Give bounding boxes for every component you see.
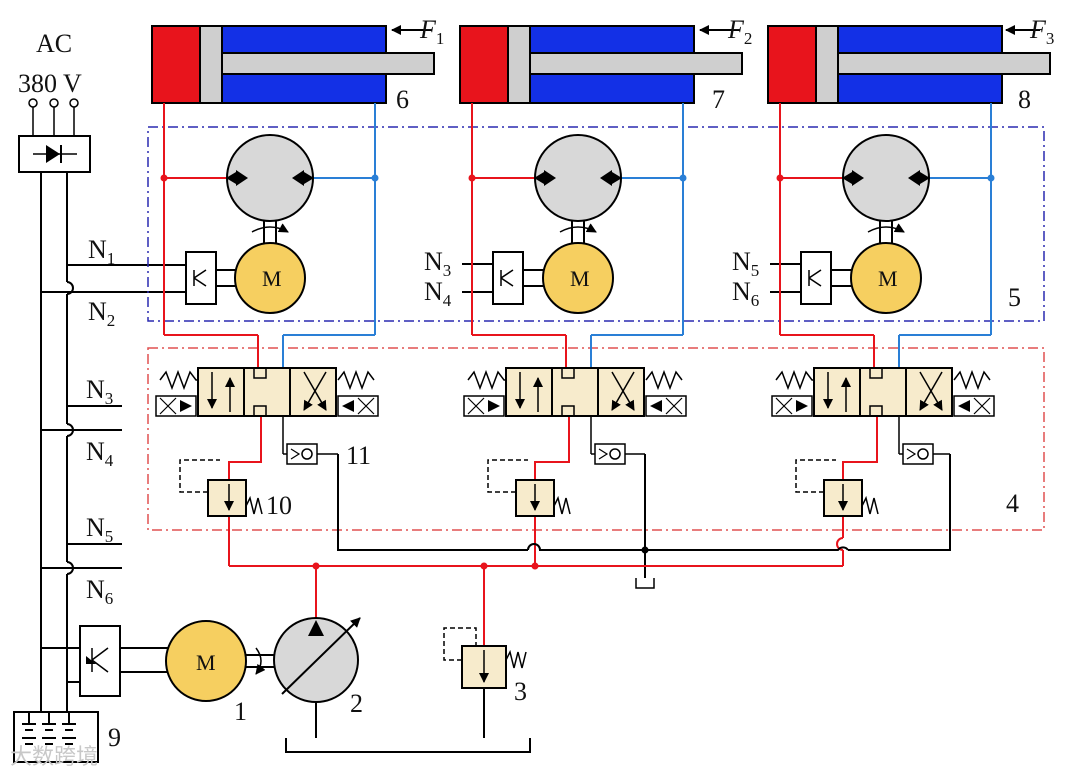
signal-n4-mod: N4 (424, 277, 452, 310)
check-valve-icon (898, 416, 950, 465)
cylinder-6 (151, 25, 435, 104)
inverter-icon (800, 251, 851, 305)
motor-icon (850, 242, 922, 314)
force-f1: F1 (419, 15, 444, 48)
directional-valve (771, 367, 995, 417)
label-6: 6 (396, 85, 409, 114)
ac-label: AC (36, 29, 72, 58)
label-1: 1 (234, 697, 247, 726)
cylinder-8 (767, 25, 1051, 104)
inverter-icon (492, 251, 543, 305)
pressure-valve-icon (487, 459, 571, 517)
drive-module-2: F2 7 M (459, 15, 752, 566)
drive-module-1: F1 6 M (151, 15, 528, 566)
return-rail (527, 543, 849, 578)
bus-signal-labels: N1 N2 N3 N4 N5 N6 (86, 235, 115, 608)
signal-n4: N4 (86, 437, 114, 470)
label-10: 10 (266, 491, 292, 520)
signal-n3: N3 (86, 375, 113, 408)
check-valve-icon (282, 416, 338, 465)
signal-n1: N1 (88, 235, 115, 268)
motor-label: M (196, 650, 216, 675)
force-f3: F3 (1029, 15, 1054, 48)
motor-label: M (878, 266, 898, 291)
diode-icon (33, 145, 77, 163)
pressure-valve-icon (179, 459, 263, 517)
label-5: 5 (1008, 283, 1021, 312)
main-tank-icon (285, 738, 531, 753)
inverter-icon (185, 251, 235, 305)
label-3: 3 (514, 677, 527, 706)
signal-n5: N5 (86, 513, 113, 546)
dc-bus (40, 172, 186, 712)
drive-module-3: F3 8 M (767, 15, 1054, 566)
label-8: 8 (1018, 85, 1031, 114)
label-4: 4 (1006, 489, 1019, 518)
signal-n2: N2 (88, 297, 115, 330)
force-f2: F2 (727, 15, 752, 48)
main-drive: M 1 2 (79, 617, 363, 738)
module-signal-labels: N3 N4 N5 N6 (424, 247, 801, 310)
motor-label: M (570, 266, 590, 291)
signal-n3-mod: N3 (424, 247, 451, 280)
motor-pump-group-box (147, 126, 1045, 322)
signal-n5-mod: N5 (732, 247, 759, 280)
label-9: 9 (108, 723, 121, 752)
motor-icon (542, 242, 614, 314)
voltage-label: 380 V (18, 69, 82, 98)
signal-n6-mod: N6 (732, 277, 759, 310)
label-2: 2 (350, 689, 363, 718)
directional-valve (463, 367, 687, 417)
pressure-valve-icon (795, 459, 879, 517)
check-valve-icon (590, 416, 645, 465)
relief-valve: 3 (443, 627, 527, 738)
cylinder-7 (459, 25, 743, 104)
directional-valve (155, 367, 379, 417)
label-11: 11 (346, 441, 371, 470)
power-supply: AC 380 V (18, 29, 186, 712)
inverter-icon (79, 625, 168, 697)
label-7: 7 (712, 85, 725, 114)
main-motor-icon (165, 620, 247, 702)
signal-n6: N6 (86, 575, 113, 608)
watermark: 大数跨境 (10, 745, 98, 770)
valve-group-box (147, 347, 1045, 531)
motor-label: M (262, 266, 282, 291)
motor-icon (234, 242, 306, 314)
battery-icon (13, 711, 99, 763)
tank-icon (635, 578, 655, 589)
